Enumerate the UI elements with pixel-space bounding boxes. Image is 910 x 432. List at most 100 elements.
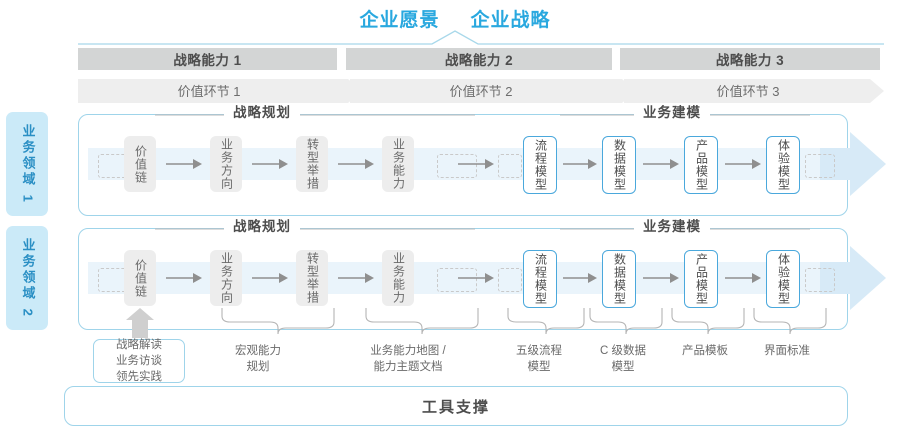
tool-note-line: 五级流程 [516,345,562,357]
value-link-2[interactable]: 价值环节 2 [350,79,612,101]
node-label: 业务能力 [391,252,406,304]
node-label: 流程模型 [533,139,548,191]
capability-label-1: 战略能力 1 [173,53,242,68]
footer-tool-support: 工具支撑 [64,386,848,426]
node-value-chain-1[interactable]: 价值链 [124,136,156,192]
capability-bar-2[interactable]: 战略能力 2 [346,48,612,70]
flow-arrow [725,273,761,283]
title-strategy: 企业战略 [470,10,551,31]
node-label: 产品模型 [694,253,709,305]
flow-arrow [252,159,288,169]
title-vision: 企业愿景 [359,10,440,31]
tool-note-line: 宏观能力 [235,345,281,357]
domain-label-2[interactable]: 业务领域 2 [6,226,48,330]
flow-arrow [643,273,679,283]
dashed-slot [805,154,835,178]
node-label: 产品模型 [694,139,709,191]
node-business-direction-1[interactable]: 业务方向 [210,136,242,192]
flow-arrow [563,159,597,169]
node-value-chain-2[interactable]: 价值链 [124,250,156,306]
node-product-model-2[interactable]: 产品模型 [684,250,718,308]
tool-note-line: 规划 [246,360,270,373]
domain-label-text-1: 业务领域 1 [20,123,36,205]
diagram-title: 企业愿景 企业战略 [0,5,910,32]
capability-label-3: 战略能力 3 [715,53,785,68]
title-connector-line [78,30,884,45]
node-label: 体验模型 [776,139,791,191]
flow-arrow [643,159,679,169]
flow-arrow [166,159,202,169]
node-label: 价值链 [133,258,148,298]
node-label: 数据模型 [612,139,627,191]
capability-bar-1[interactable]: 战略能力 1 [78,48,337,70]
section-rule-2a [155,228,475,230]
domain-label-text-2: 业务领域 2 [20,237,36,319]
domain-label-1[interactable]: 业务领域 1 [6,112,48,216]
capability-bar-3[interactable]: 战略能力 3 [620,48,880,70]
section-title-business-modeling-1: 业务建模 [634,106,710,120]
tool-note-line: 领先实践 [116,371,162,384]
node-label: 价值链 [133,144,148,184]
tool-note-capability-map: 业务能力地图 / 能力主题文档 [338,344,478,375]
flow-band-arrowhead-2 [820,246,886,310]
tool-note-c-level-data-model: C 级数据 模型 [578,344,668,375]
node-process-model-1[interactable]: 流程模型 [523,136,557,194]
flow-arrow [563,273,597,283]
tool-note-line: 界面标准 [764,345,810,357]
section-title-text: 战略规划 [233,105,291,120]
flow-arrow [725,159,761,169]
value-link-label-2: 价值环节 2 [449,83,513,99]
node-data-model-1[interactable]: 数据模型 [602,136,636,194]
tool-note-line: 战略解读 [116,338,162,351]
node-business-direction-2[interactable]: 业务方向 [210,250,242,306]
node-label: 流程模型 [533,253,548,305]
flow-arrow [338,159,374,169]
flow-arrow [338,273,374,283]
tool-note-connectors [126,308,827,338]
section-title-business-modeling-2: 业务建模 [634,220,710,234]
node-label: 转型举措 [305,252,320,304]
value-link-label-3: 价值环节 3 [716,83,780,99]
tool-note-line: 模型 [527,360,551,373]
section-title-strategy-planning-2: 战略规划 [224,220,300,234]
tool-note-line: 业务访谈 [116,354,162,367]
node-product-model-1[interactable]: 产品模型 [684,136,718,194]
section-title-text: 业务建模 [643,219,701,234]
capability-label-2: 战略能力 2 [444,53,514,68]
value-link-label-1: 价值环节 1 [177,83,241,99]
node-data-model-2[interactable]: 数据模型 [602,250,636,308]
flow-arrow [458,273,494,283]
dashed-slot [498,268,522,292]
node-experience-model-2[interactable]: 体验模型 [766,250,800,308]
node-label: 业务方向 [219,138,234,190]
node-label: 业务方向 [219,252,234,304]
value-link-3[interactable]: 价值环节 3 [624,79,872,101]
section-title-strategy-planning-1: 战略规划 [224,106,300,120]
node-transformation-measures-2[interactable]: 转型举措 [296,250,328,306]
tool-note-line: 能力主题文档 [373,360,443,373]
tool-note-product-template: 产品模板 [660,344,750,360]
node-experience-model-1[interactable]: 体验模型 [766,136,800,194]
node-business-capability-1[interactable]: 业务能力 [382,136,414,192]
tool-note-box-strategy-interpretation[interactable]: 战略解读 业务访谈 领先实践 [93,339,185,383]
dashed-slot [805,268,835,292]
tool-note-line: 产品模板 [682,345,728,357]
node-transformation-measures-1[interactable]: 转型举措 [296,136,328,192]
node-business-capability-2[interactable]: 业务能力 [382,250,414,306]
node-label: 数据模型 [612,253,627,305]
tool-note-interface-standard: 界面标准 [742,344,832,360]
dashed-slot [437,154,477,178]
node-process-model-2[interactable]: 流程模型 [523,250,557,308]
node-label: 转型举措 [305,138,320,190]
tool-note-macro-capability-planning: 宏观能力 规划 [198,344,318,375]
flow-arrow [166,273,202,283]
dashed-slot [498,154,522,178]
node-label: 体验模型 [776,253,791,305]
flow-arrow [458,159,494,169]
tool-note-line: 模型 [611,360,635,373]
value-link-1[interactable]: 价值环节 1 [78,79,340,101]
dashed-slot [437,268,477,292]
node-label: 业务能力 [391,138,406,190]
flow-band-arrowhead-1 [820,132,886,196]
